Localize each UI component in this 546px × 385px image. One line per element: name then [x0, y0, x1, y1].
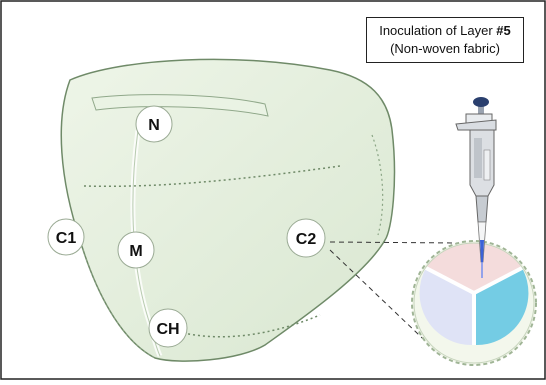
title-layer-number: #5	[496, 23, 510, 38]
title-line-2: (Non-woven fabric)	[367, 40, 523, 58]
title-box: Inoculation of Layer #5 (Non-woven fabri…	[366, 17, 524, 63]
title-prefix: Inoculation of Layer	[379, 23, 496, 38]
label-c1: C1	[56, 230, 77, 247]
label-m: M	[129, 243, 142, 260]
title-line-1: Inoculation of Layer #5	[367, 22, 523, 40]
label-c2: C2	[296, 231, 317, 248]
label-ch: CH	[156, 321, 179, 338]
label-n: N	[148, 117, 160, 134]
magnified-fabric-sample	[412, 236, 536, 365]
mask-illustration	[61, 59, 394, 361]
